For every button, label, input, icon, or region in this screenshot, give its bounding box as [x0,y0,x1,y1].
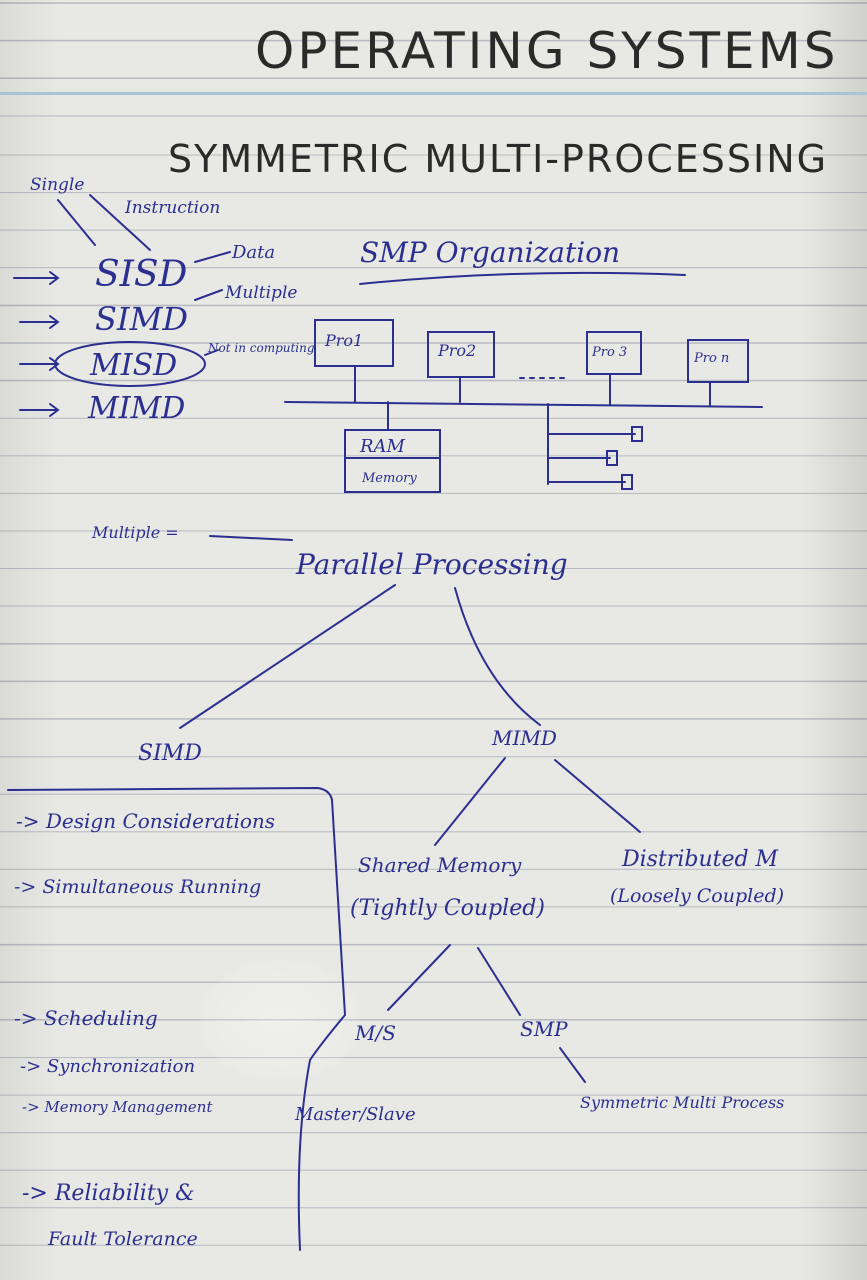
processor-box-n [687,339,749,383]
tree-simd: SIMD [138,741,202,766]
edge-shared-smp [477,947,521,1016]
edge-smp-symmetric [559,1047,586,1083]
label-single: Single [30,175,84,195]
io-device-3 [621,474,633,490]
tree-symmetric: Symmetric Multi Process [580,1093,784,1112]
flynn-mimd: MIMD [87,391,185,426]
processor-2: Pro2 [437,341,476,360]
processor-1: Pro1 [324,331,363,350]
arrow-misd [19,357,60,371]
design-item-2: -> Simultaneous Running [14,876,261,898]
arrow-simd [19,315,60,329]
page-title: OPERATING SYSTEMS [255,22,839,80]
design-item-4: -> Synchronization [20,1056,195,1077]
io-device-1 [631,426,643,442]
arrow-sisd [13,271,60,285]
label-multiple: Multiple [224,283,297,303]
label-data: Data [231,242,275,263]
tree-loosely-coupled: (Loosely Coupled) [610,885,784,907]
tree-distributed: Distributed M [621,847,779,872]
page-heading: SYMMETRIC MULTI-PROCESSING [168,137,828,181]
system-bus [284,401,763,408]
label-instruction: Instruction [124,198,220,218]
design-item-3: -> Scheduling [14,1006,158,1030]
ram-box [344,429,441,493]
design-item-7: Fault Tolerance [47,1228,198,1250]
edge-mimd-distributed [554,759,641,833]
design-item-5: -> Memory Management [22,1098,213,1116]
io-branches [547,403,636,485]
tree-smp: SMP [520,1017,568,1041]
design-item-1: -> Design Considerations [16,809,275,833]
flynn-simd: SIMD [95,300,188,338]
ram-label: RAM [359,436,406,457]
multiple-pointer [209,535,293,541]
header-rule [0,92,867,95]
design-item-6: -> Reliability & [22,1181,195,1206]
tree-ms: M/S [354,1021,396,1045]
memory-label: Memory [361,471,417,486]
flynn-sisd: SISD [95,254,188,295]
design-box-outline [7,786,347,1251]
paper-stain [200,960,360,1080]
io-device-2 [606,450,618,466]
arrow-not-in-computing [204,349,219,356]
edge-shared-ms [387,944,451,1011]
arrow-single-instruction [57,194,151,251]
tree-shared-memory: Shared Memory [358,853,522,877]
label-not-in-computing: Not in computing [207,341,315,355]
arrow-multiple [194,289,223,301]
edge-root-simd [179,584,396,729]
arrow-mimd [19,403,60,417]
processor-box-3 [586,331,642,375]
tree-tightly-coupled: (Tightly Coupled) [350,896,545,921]
edge-root-mimd [454,587,541,726]
flynn-misd: MISD [89,348,177,383]
tree-master-slave: Master/Slave [294,1104,416,1125]
smp-org-underline [359,271,686,285]
arrow-data [194,251,231,263]
processor-n: Pro n [693,351,729,366]
misd-circle [54,341,206,387]
bus-connectors [354,365,711,407]
edge-mimd-shared [434,757,506,846]
tree-mimd: MIMD [491,726,557,750]
label-multiple-2: Multiple = [91,523,179,542]
tree-root: Parallel Processing [295,548,568,581]
smp-org-title: SMP Organization [360,236,620,269]
processor-3: Pro 3 [591,345,627,360]
